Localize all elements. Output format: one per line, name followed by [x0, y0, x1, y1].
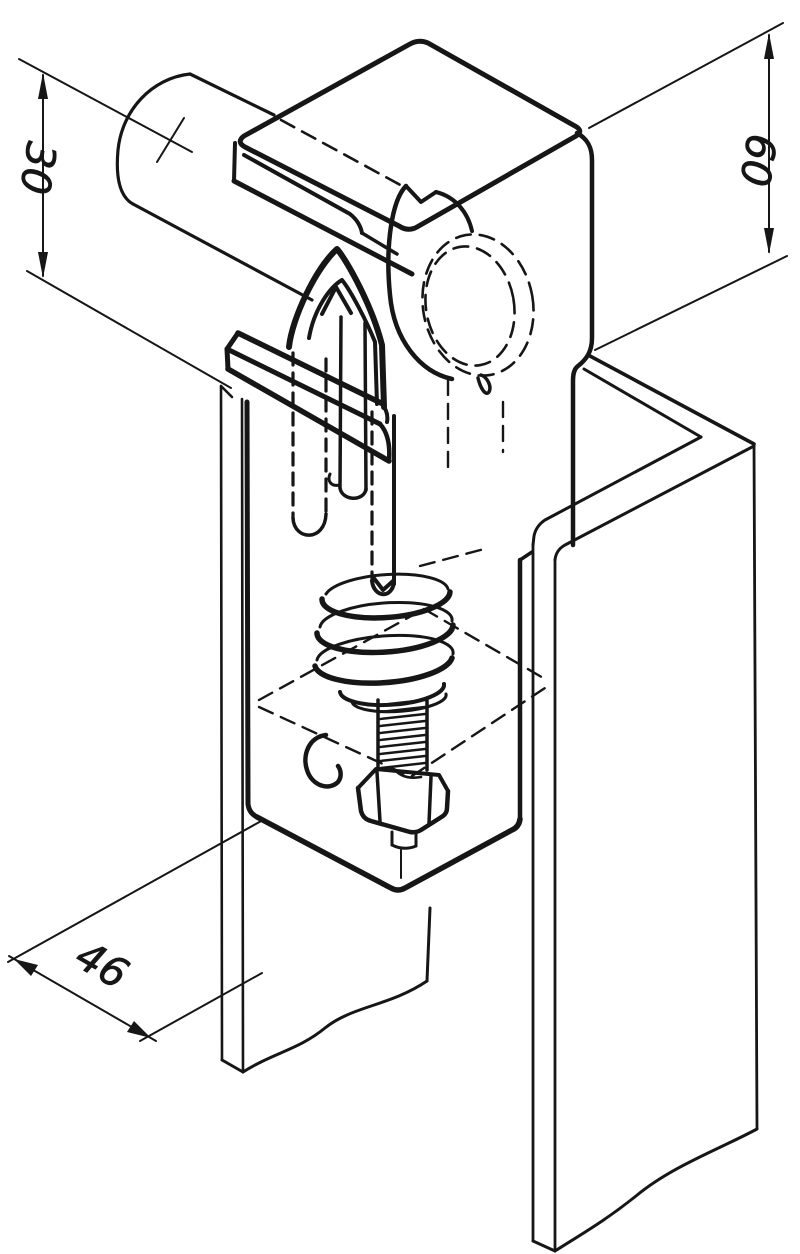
- dimension-60: 60: [588, 22, 788, 351]
- right-channel: [531, 354, 759, 1253]
- spring-clip: [286, 246, 396, 597]
- dimension-label-30: 30: [10, 139, 66, 198]
- bolt-threads: [378, 698, 427, 770]
- hidden-hole-ellipse-outer: [421, 233, 535, 377]
- break-line-left: [241, 979, 429, 1074]
- clamp-body: [244, 399, 547, 893]
- clamp-block: [231, 38, 595, 548]
- claw-plate: [224, 330, 392, 464]
- coil-spring: [312, 572, 456, 714]
- break-line-right: [553, 1127, 759, 1253]
- dimension-label-60: 60: [730, 131, 786, 190]
- dimension-46: 46: [7, 819, 264, 1042]
- dimension-label-46: 46: [67, 931, 136, 999]
- pipe-boss: [386, 183, 535, 568]
- pipe: [115, 72, 406, 302]
- left-beam-flange: [219, 384, 432, 1074]
- hidden-hole-ellipse-inner: [424, 245, 516, 367]
- bolt: [355, 696, 451, 850]
- hex-nut: [355, 767, 451, 835]
- dimension-30: 30: [10, 58, 232, 389]
- keyhole-slot: [303, 732, 343, 789]
- pipe-hidden-edge: [279, 118, 406, 189]
